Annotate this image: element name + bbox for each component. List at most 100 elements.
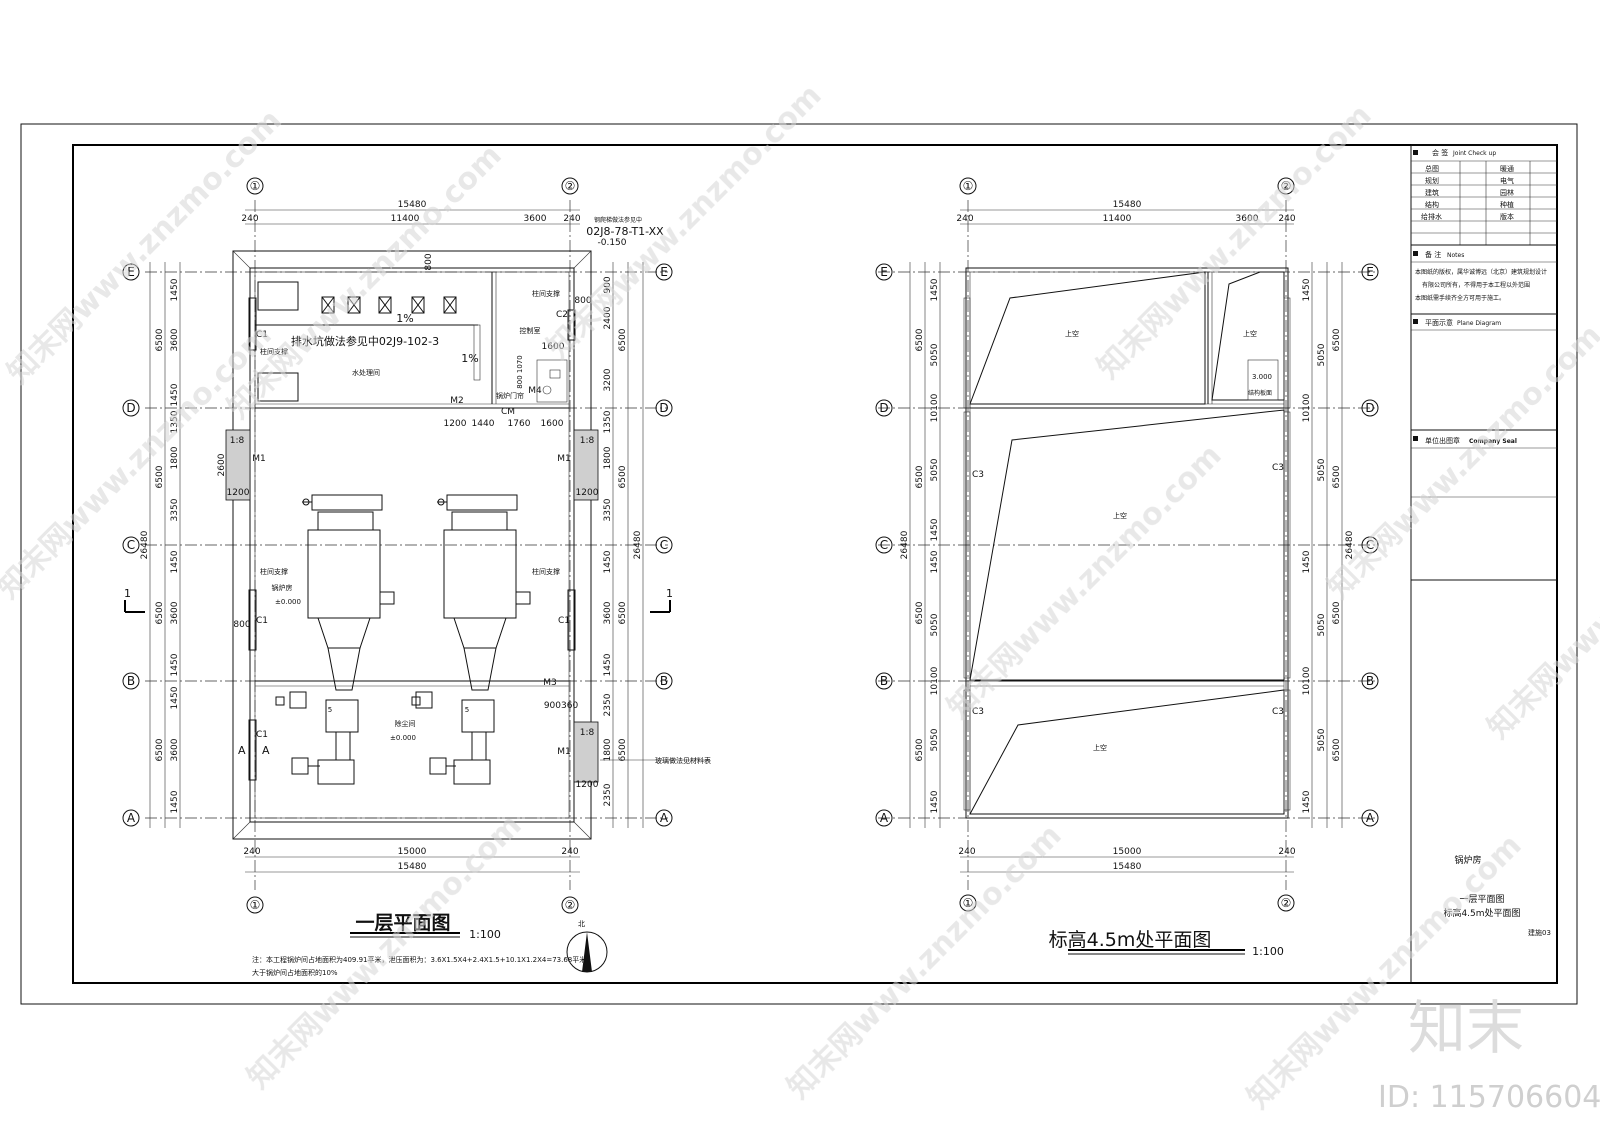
svg-text:3.000: 3.000 — [1252, 373, 1272, 381]
svg-text:1450: 1450 — [603, 550, 613, 573]
svg-text:1450: 1450 — [170, 686, 180, 709]
svg-text:1450: 1450 — [1302, 790, 1312, 813]
svg-text:240: 240 — [958, 847, 975, 857]
svg-text:6500: 6500 — [618, 738, 628, 761]
boiler-door-label: 锅炉门帘 — [496, 391, 524, 400]
boiler-2 — [437, 494, 531, 785]
title-block: 会 签 Joint Check up 总图 暖通 规划 电气 建筑 园林 结构 … — [1410, 144, 1557, 983]
svg-text:6500: 6500 — [1332, 601, 1342, 624]
svg-text:②: ② — [1281, 179, 1292, 193]
svg-text:1%: 1% — [396, 312, 413, 325]
watermarks: 知末网www.znzmo.com 知末网www.znzmo.com 知末网www… — [0, 78, 1600, 1116]
svg-text:C: C — [880, 538, 888, 552]
svg-text:1450: 1450 — [170, 653, 180, 676]
svg-text:5050: 5050 — [1317, 343, 1327, 366]
right-plan-scale: 1:100 — [1252, 945, 1284, 958]
svg-text:电气: 电气 — [1500, 176, 1514, 185]
svg-text:3350: 3350 — [170, 498, 180, 521]
svg-text:上空: 上空 — [1113, 511, 1127, 520]
section-mark-right: 1 — [666, 587, 673, 600]
svg-text:240: 240 — [956, 214, 973, 224]
ladder-ref-3: -0.150 — [597, 238, 626, 248]
left-plan-scale: 1:100 — [469, 928, 501, 941]
svg-text:11400: 11400 — [1103, 214, 1132, 224]
axis-2-top: ② — [565, 179, 576, 193]
svg-text:5050: 5050 — [1317, 458, 1327, 481]
svg-text:E: E — [660, 265, 668, 279]
dust-room-level: ±0.000 — [390, 734, 416, 742]
svg-text:C1: C1 — [256, 616, 268, 626]
svg-text:800: 800 — [424, 253, 434, 270]
svg-text:C3: C3 — [1272, 463, 1284, 473]
svg-text:6500: 6500 — [1332, 465, 1342, 488]
svg-text:240: 240 — [243, 847, 260, 857]
svg-text:1760: 1760 — [508, 419, 531, 429]
svg-text:240: 240 — [561, 847, 578, 857]
svg-text:A: A — [1366, 811, 1375, 825]
svg-text:10100: 10100 — [1302, 393, 1312, 422]
svg-text:C2: C2 — [556, 310, 568, 320]
section-a-right: A — [262, 744, 270, 757]
svg-text:1800: 1800 — [170, 446, 180, 469]
left-plan-title: 一层平面图 — [355, 912, 450, 934]
svg-text:240: 240 — [1278, 847, 1295, 857]
svg-text:D: D — [1365, 401, 1374, 415]
svg-text:CM: CM — [501, 407, 515, 417]
svg-text:D: D — [659, 401, 668, 415]
svg-text:B: B — [1366, 674, 1374, 688]
svg-text:6500: 6500 — [155, 738, 165, 761]
level-4-5m-plan: 上空 上空 上空 上空 3.000 结构板面 C3 C3 C3 C3 ① ② ①… — [875, 177, 1379, 958]
svg-text:5050: 5050 — [930, 343, 940, 366]
drawing-name-2: 标高4.5m处平面图 — [1443, 907, 1520, 919]
svg-text:1800: 1800 — [603, 738, 613, 761]
svg-text:上空: 上空 — [1065, 329, 1079, 338]
north-label: 北 — [578, 920, 585, 928]
drawing-name-1: 一层平面图 — [1459, 894, 1504, 905]
roof-outline — [965, 267, 1289, 819]
svg-text:建筑: 建筑 — [1425, 188, 1439, 197]
svg-text:上空: 上空 — [1243, 329, 1257, 338]
svg-text:结构板面: 结构板面 — [1248, 389, 1272, 397]
svg-text:Company Seal: Company Seal — [1469, 438, 1517, 445]
svg-text:Joint Check up: Joint Check up — [1452, 150, 1496, 157]
svg-text:1200: 1200 — [576, 780, 599, 790]
svg-text:900360: 900360 — [544, 701, 579, 711]
svg-text:5: 5 — [465, 706, 469, 714]
svg-text:有限公司所有，不得用于本工程以外范围: 有限公司所有，不得用于本工程以外范围 — [1422, 281, 1530, 289]
svg-text:1450: 1450 — [1302, 278, 1312, 301]
svg-text:柱间支撑: 柱间支撑 — [532, 567, 560, 576]
axis-1-bottom: ① — [250, 898, 261, 912]
axis-2-bottom: ② — [565, 898, 576, 912]
svg-text:1450: 1450 — [930, 278, 940, 301]
axis-1-top: ① — [250, 179, 261, 193]
svg-text:240: 240 — [1278, 214, 1295, 224]
svg-text:15480: 15480 — [398, 200, 427, 210]
svg-text:种植: 种植 — [1500, 200, 1514, 209]
svg-text:6500: 6500 — [915, 601, 925, 624]
svg-text:②: ② — [1281, 896, 1292, 910]
svg-text:6500: 6500 — [618, 328, 628, 351]
svg-text:5050: 5050 — [930, 613, 940, 636]
svg-text:知末网www.znzmo.com: 知末网www.znzmo.com — [781, 818, 1069, 1106]
first-floor-plan: 1 1 A A ① ② ① ② E D C B A E D C B A 1548… — [122, 177, 711, 977]
svg-text:6500: 6500 — [915, 738, 925, 761]
project-name: 锅炉房 — [1454, 854, 1481, 866]
svg-text:知末网www.znzmo.com: 知末网www.znzmo.com — [1481, 458, 1600, 746]
glass-note: 玻璃做法见材料表 — [655, 756, 711, 765]
svg-text:规划: 规划 — [1425, 176, 1439, 185]
svg-text:3350: 3350 — [603, 498, 613, 521]
svg-text:知末网www.znzmo.com: 知末网www.znzmo.com — [1241, 828, 1529, 1116]
svg-text:1440: 1440 — [472, 419, 495, 429]
svg-text:C1: C1 — [256, 330, 268, 340]
svg-text:10100: 10100 — [930, 393, 940, 422]
apron-outline — [232, 250, 592, 840]
svg-text:C: C — [127, 538, 135, 552]
svg-text:1350: 1350 — [603, 410, 613, 433]
svg-text:1350: 1350 — [170, 410, 180, 433]
svg-text:2350: 2350 — [603, 783, 613, 806]
ladder-ref-1: 钢爬梯做法参见中 — [594, 216, 642, 224]
svg-text:M4: M4 — [528, 386, 542, 396]
svg-text:知末网www.znzmo.com: 知末网www.znzmo.com — [941, 438, 1229, 726]
svg-text:Plane Diagram: Plane Diagram — [1457, 320, 1501, 327]
svg-text:给排水: 给排水 — [1421, 212, 1442, 221]
